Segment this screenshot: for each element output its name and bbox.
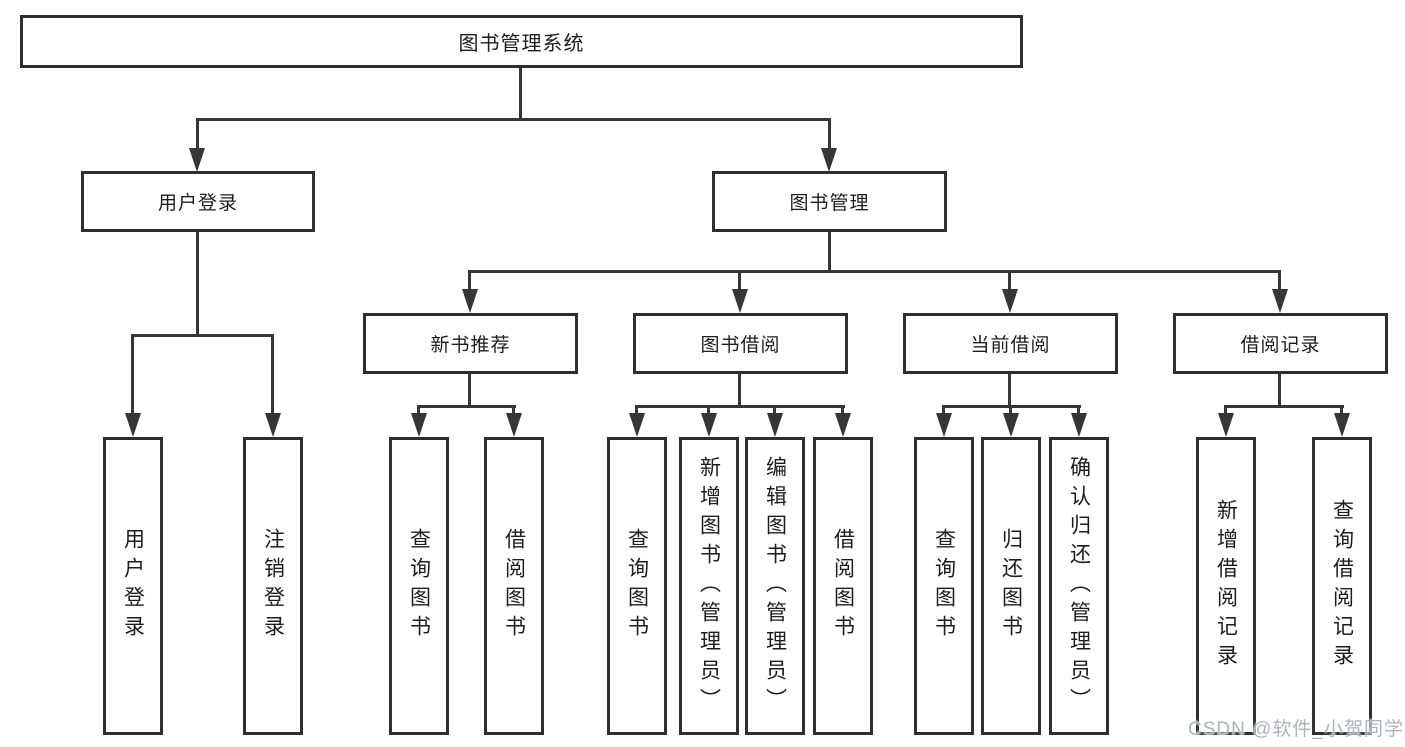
node-label: 查询图书 <box>407 528 431 644</box>
connector-line <box>1278 374 1281 407</box>
connector-line <box>635 405 638 415</box>
connector-line <box>468 374 471 407</box>
connector-line <box>131 334 274 337</box>
arrowhead-down-icon <box>835 413 851 437</box>
leaf-return-books: 归还图书 <box>981 437 1041 735</box>
connector-line <box>468 270 1281 273</box>
node-label: 借阅图书 <box>502 528 526 644</box>
arrowhead-down-icon <box>1003 413 1019 437</box>
arrowhead-down-icon <box>1272 289 1288 313</box>
connector-line <box>196 118 199 150</box>
leaf-user-login: 用户登录 <box>103 437 163 735</box>
connector-line <box>738 270 741 290</box>
leaf-query-books-current: 查询图书 <box>914 437 974 735</box>
connector-line <box>1340 405 1343 415</box>
arrowhead-down-icon <box>1218 413 1234 437</box>
connector-line <box>942 405 945 415</box>
connector-line <box>1224 405 1344 408</box>
leaf-query-borrowing-record: 查询借阅记录 <box>1312 437 1372 735</box>
node-label: 图书管理系统 <box>458 33 585 55</box>
node-new-book-recommendation: 新书推荐 <box>363 313 578 374</box>
node-label: 查询借阅记录 <box>1330 499 1354 673</box>
connector-line <box>196 232 199 336</box>
node-label: 编辑图书（管理员） <box>763 455 787 717</box>
node-user-login: 用户登录 <box>81 171 315 232</box>
arrowhead-down-icon <box>1002 289 1018 313</box>
leaf-edit-books-admin: 编辑图书（管理员） <box>745 437 805 735</box>
leaf-logout: 注销登录 <box>243 437 303 735</box>
node-label: 查询图书 <box>625 528 649 644</box>
node-label: 用户登录 <box>121 528 145 644</box>
arrowhead-down-icon <box>1334 413 1350 437</box>
arrowhead-down-icon <box>265 413 281 437</box>
arrowhead-down-icon <box>506 413 522 437</box>
connector-line <box>512 405 515 415</box>
node-borrowing-records: 借阅记录 <box>1173 313 1388 374</box>
node-label: 图书管理 <box>789 193 870 214</box>
arrowhead-down-icon <box>732 289 748 313</box>
node-label: 借阅图书 <box>831 528 855 644</box>
node-label: 借阅记录 <box>1240 335 1321 356</box>
connector-line <box>635 405 845 408</box>
connector-line <box>1009 405 1012 415</box>
connector-line <box>1278 270 1281 290</box>
connector-line <box>417 405 516 408</box>
node-current-borrowing: 当前借阅 <box>903 313 1118 374</box>
connector-line <box>828 232 831 272</box>
connector-line <box>417 405 420 415</box>
connector-line <box>738 374 741 407</box>
connector-line <box>468 270 471 290</box>
leaf-borrow-books-borrowing: 借阅图书 <box>813 437 873 735</box>
connector-line <box>1008 270 1011 290</box>
csdn-watermark: CSDN @软件_小贺同学 <box>1188 719 1404 740</box>
arrowhead-down-icon <box>701 413 717 437</box>
node-label: 确认归还（管理员） <box>1067 455 1091 717</box>
arrowhead-down-icon <box>767 413 783 437</box>
node-label: 查询图书 <box>932 528 956 644</box>
arrowhead-down-icon <box>411 413 427 437</box>
node-book-management: 图书管理 <box>712 171 947 232</box>
arrowhead-down-icon <box>1071 413 1087 437</box>
connector-line <box>841 405 844 415</box>
node-label: 新增借阅记录 <box>1214 499 1238 673</box>
leaf-confirm-return-admin: 确认归还（管理员） <box>1049 437 1109 735</box>
leaf-query-books-borrowing: 查询图书 <box>607 437 667 735</box>
node-label: 用户登录 <box>157 193 238 214</box>
connector-line <box>707 405 710 415</box>
node-label: 新增图书（管理员） <box>697 455 721 717</box>
connector-line <box>519 68 522 120</box>
arrowhead-down-icon <box>462 289 478 313</box>
node-label: 注销登录 <box>261 528 285 644</box>
leaf-add-books-admin: 新增图书（管理员） <box>679 437 739 735</box>
connector-line <box>828 118 831 150</box>
connector-line <box>773 405 776 415</box>
connector-line <box>1008 374 1011 407</box>
arrowhead-down-icon <box>189 148 205 172</box>
connector-line <box>271 334 274 414</box>
node-label: 新书推荐 <box>430 335 511 356</box>
connector-line <box>1224 405 1227 415</box>
connector-line <box>1077 405 1080 415</box>
node-label: 图书借阅 <box>700 335 781 356</box>
arrowhead-down-icon <box>629 413 645 437</box>
connector-line <box>196 118 831 121</box>
leaf-borrow-books-recommendation: 借阅图书 <box>484 437 544 735</box>
leaf-query-books-recommendation: 查询图书 <box>389 437 449 735</box>
arrowhead-down-icon <box>821 148 837 172</box>
node-label: 归还图书 <box>999 528 1023 644</box>
node-book-borrowing: 图书借阅 <box>633 313 848 374</box>
leaf-add-borrowing-record: 新增借阅记录 <box>1196 437 1256 735</box>
connector-line <box>131 334 134 414</box>
arrowhead-down-icon <box>125 413 141 437</box>
node-label: 当前借阅 <box>970 335 1051 356</box>
arrowhead-down-icon <box>936 413 952 437</box>
node-library-management-system: 图书管理系统 <box>20 15 1023 68</box>
